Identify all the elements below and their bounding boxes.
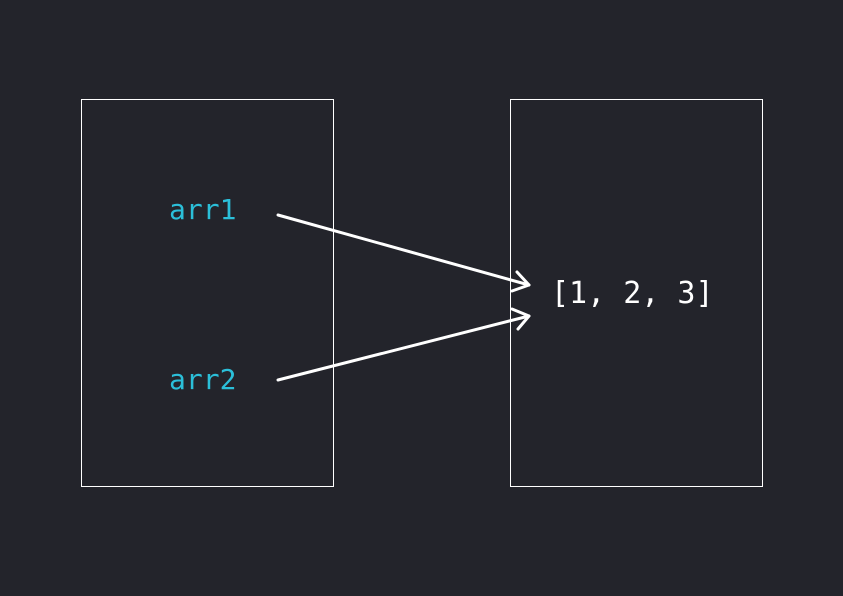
array-value: [1, 2, 3] xyxy=(551,276,714,311)
variables-box xyxy=(81,99,334,487)
values-box xyxy=(510,99,763,487)
variable-arr1: arr1 xyxy=(169,193,237,226)
variable-arr2: arr2 xyxy=(169,363,237,396)
arrow-arr1-to-value xyxy=(276,213,531,293)
arrow-arr2-to-value xyxy=(276,307,531,382)
